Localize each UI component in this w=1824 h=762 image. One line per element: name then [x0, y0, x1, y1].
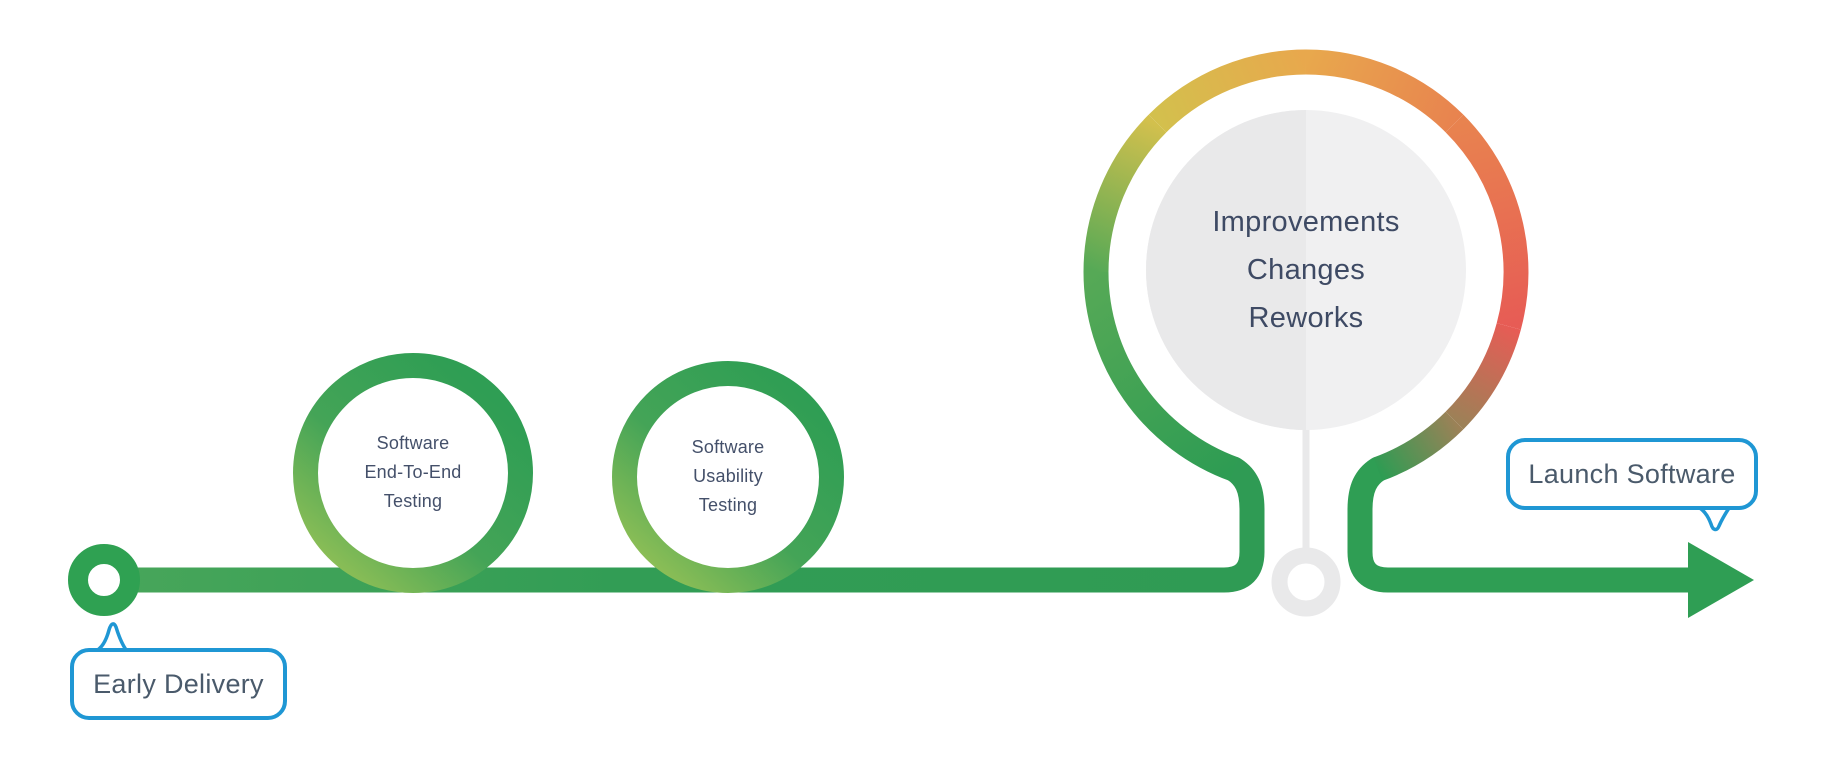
callout-launch-software: Launch Software — [1506, 438, 1758, 510]
arrowhead — [1688, 542, 1754, 618]
ring-segment-red — [1445, 114, 1529, 330]
label-line: Software — [691, 437, 765, 457]
ring-segment-yellow — [1148, 49, 1307, 133]
callout-label: Launch Software — [1528, 458, 1736, 489]
label-line: Changes — [1246, 254, 1366, 286]
loop-label-end-to-end: Software End-To-End Testing — [283, 429, 543, 516]
rework-inner-disc-left-half — [1146, 110, 1306, 430]
callout-early-delivery: Early Delivery — [70, 648, 287, 720]
timeline-line-right — [1347, 456, 1707, 593]
rework-anchor-ring — [1271, 547, 1341, 617]
label-line: Testing — [698, 495, 758, 515]
rework-stem — [1302, 424, 1310, 552]
launch-software-tail-icon — [1691, 503, 1733, 532]
label-line: End-To-End — [364, 462, 462, 482]
rework-loop-ring — [1083, 49, 1529, 482]
ring-segment-green-yellow — [1083, 114, 1167, 273]
loop-label-usability: Software Usability Testing — [598, 433, 858, 520]
ring-segment-green — [1083, 271, 1239, 482]
callout-label: Early Delivery — [93, 668, 264, 699]
label-line: Reworks — [1248, 302, 1364, 334]
label-line: Improvements — [1212, 206, 1400, 238]
label-line: Usability — [693, 466, 763, 486]
ring-segment-orange — [1305, 49, 1464, 133]
loop-circle-usability — [612, 361, 844, 593]
label-line: Testing — [383, 491, 443, 511]
ring-segment-red-fade — [1445, 322, 1521, 430]
loop-label-rework: Improvements Changes Reworks — [1106, 198, 1506, 342]
timeline-line-left — [91, 456, 1265, 593]
start-node — [68, 544, 140, 616]
loop-circle-end-to-end — [293, 353, 533, 593]
label-line: Software — [376, 433, 450, 453]
early-delivery-tail-icon — [89, 622, 131, 654]
ring-segment-back-to-green — [1373, 411, 1464, 482]
